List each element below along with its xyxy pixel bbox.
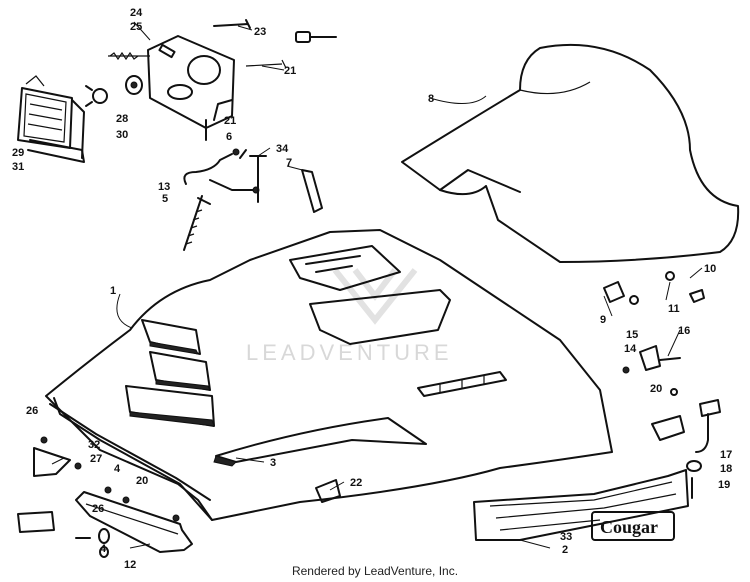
wire-connector [245, 31, 337, 69]
callout-19: 19 [718, 479, 730, 491]
windshield [401, 43, 740, 263]
callout-12: 12 [124, 559, 136, 571]
callout-13: 13 [158, 181, 170, 193]
callout-23: 23 [254, 26, 266, 38]
callout-4: 4 [100, 543, 107, 555]
callout-9: 9 [600, 314, 606, 326]
callout-5: 5 [162, 193, 168, 205]
callout-29: 29 [12, 147, 24, 159]
headlight [17, 75, 85, 163]
callout-26: 26 [92, 503, 104, 515]
callout-15: 15 [626, 329, 638, 341]
callout-2: 2 [562, 544, 568, 556]
callout-24: 24 [130, 7, 143, 19]
hood [45, 229, 613, 521]
callout-30: 30 [116, 129, 128, 141]
callout-11: 11 [668, 303, 680, 315]
callout-32: 32 [88, 439, 100, 451]
watermark-text: LEADVENTURE [246, 340, 453, 365]
callout-1: 1 [110, 285, 116, 297]
wire-harness [183, 148, 267, 251]
callout-3: 3 [270, 457, 276, 469]
watermark: LEADVENTURE [246, 268, 453, 365]
callout-27: 27 [90, 453, 102, 465]
footer-credit: Rendered by LeadVenture, Inc. [291, 564, 459, 578]
bumper [17, 436, 193, 558]
callout-7: 7 [286, 157, 292, 169]
callout-16: 16 [678, 325, 690, 337]
leader-lines [51, 21, 703, 549]
callout-26: 26 [26, 405, 38, 417]
latch-assembly [622, 345, 721, 499]
callout-6: 6 [226, 131, 232, 143]
callout-14: 14 [624, 343, 637, 355]
callout-17: 17 [720, 449, 732, 461]
side-decal: Cougar [473, 469, 689, 541]
callout-4: 4 [114, 463, 121, 475]
cougar-badge: Cougar [600, 517, 658, 537]
callout-8: 8 [428, 93, 434, 105]
callout-31: 31 [12, 161, 24, 173]
bulb-socket [85, 75, 143, 107]
bracket-7 [301, 169, 323, 213]
callout-20: 20 [136, 475, 148, 487]
callout-21: 21 [284, 65, 296, 77]
windshield-hardware [603, 271, 705, 305]
callout-28: 28 [116, 113, 128, 125]
callout-18: 18 [720, 463, 732, 475]
callout-25: 25 [130, 21, 142, 33]
callout-20: 20 [650, 383, 662, 395]
callout-34: 34 [276, 143, 289, 155]
callout-22: 22 [350, 477, 362, 489]
callout-10: 10 [704, 263, 716, 275]
callout-33: 33 [560, 531, 572, 543]
headlight-bracket [108, 19, 251, 129]
callouts: 1 2 3 4 4 5 6 7 8 9 10 11 12 13 14 15 16… [12, 7, 732, 571]
callout-21: 21 [224, 115, 236, 127]
